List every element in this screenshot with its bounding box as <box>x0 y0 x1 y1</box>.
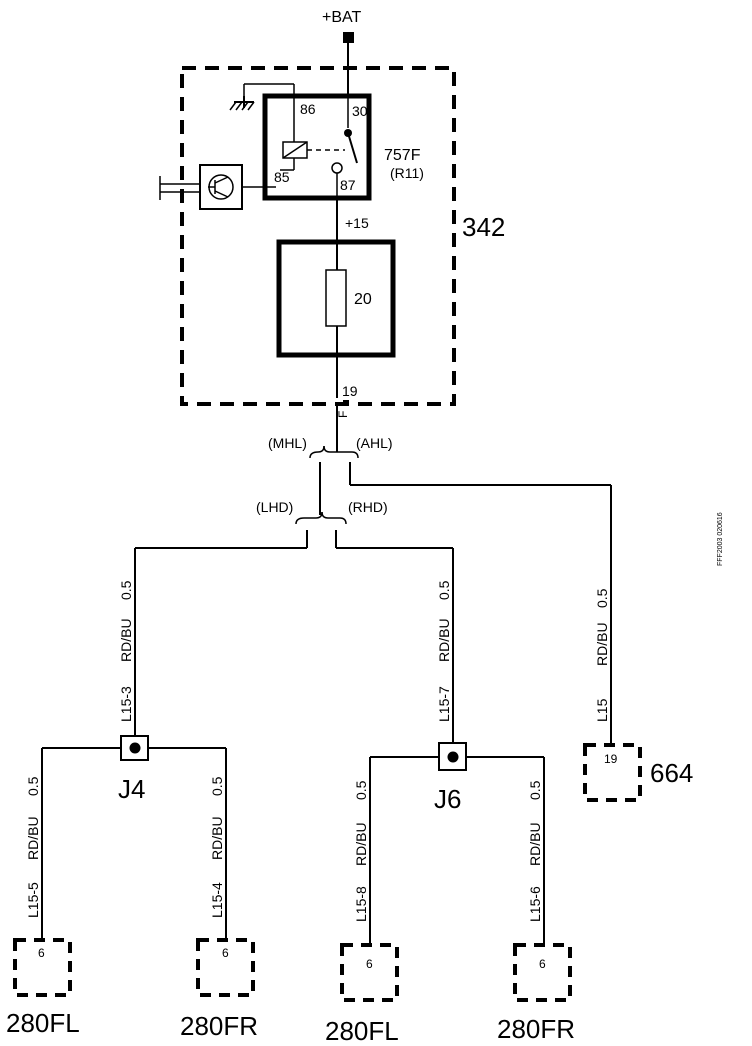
relay-757f-box <box>262 93 372 201</box>
component-280fr-b-pin: 6 <box>539 957 546 971</box>
component-280fl-a-pin: 6 <box>38 946 45 960</box>
component-664-connector <box>583 743 642 802</box>
bat-label: +BAT <box>322 9 362 26</box>
relay-pin-86: 86 <box>300 101 316 117</box>
wire-l15-4-id: L15-4 <box>209 882 225 918</box>
wire-l15-4-size: 0.5 <box>209 776 225 796</box>
wire-l15-8-size: 0.5 <box>353 780 369 800</box>
wire-l15-3-size: 0.5 <box>118 580 134 600</box>
component-664-label: 664 <box>650 758 693 788</box>
junction-j6-label: J6 <box>434 784 461 814</box>
relay-pin-87: 87 <box>340 177 356 193</box>
component-280fr-a-label: 280FR <box>180 1011 258 1041</box>
wire-l15-4-color: RD/BU <box>209 816 225 860</box>
wire-l15-id: L15 <box>594 698 610 722</box>
fuse-icon <box>325 269 347 327</box>
wire-l15-6-size: 0.5 <box>527 780 543 800</box>
fuse-output-pin: 19 <box>342 383 358 399</box>
component-280fl-b-connector <box>340 943 399 1002</box>
wire-l15-size: 0.5 <box>594 588 610 608</box>
wire-l15-8-color: RD/BU <box>353 822 369 866</box>
wire-l15-5-id: L15-5 <box>25 882 41 918</box>
fuse-id: 20 <box>354 291 372 308</box>
wire-l15-7-color: RD/BU <box>436 618 452 662</box>
relay-contact-87 <box>331 162 343 174</box>
fuse-pin-letter: F <box>336 411 350 418</box>
wire-l15-6-color: RD/BU <box>527 822 543 866</box>
junction-j4-label: J4 <box>118 774 145 804</box>
wire-l15-6-id: L15-6 <box>527 886 543 922</box>
component-280fl-b-pin: 6 <box>366 957 373 971</box>
relay-ref: (R11) <box>390 165 424 181</box>
control-unit-342-label: 342 <box>462 212 505 242</box>
wire-l15-5-color: RD/BU <box>25 816 41 860</box>
component-280fl-b-label: 280FL <box>325 1016 399 1046</box>
bat-terminal <box>343 32 354 43</box>
relay-pin-85: 85 <box>274 169 290 185</box>
wire-l15-3-color: RD/BU <box>118 618 134 662</box>
component-280fr-b-label: 280FR <box>497 1014 575 1044</box>
relay-id: 757F <box>384 147 421 164</box>
wire-l15-8-id: L15-8 <box>353 886 369 922</box>
variant-split-mhl-ahl <box>309 445 325 459</box>
relay-internals <box>280 96 358 198</box>
variant-split-lhd-rhd <box>295 511 323 525</box>
component-280fl-a-label: 280FL <box>6 1008 80 1038</box>
component-280fr-a-connector <box>196 938 255 997</box>
variant-ahl: (AHL) <box>356 435 393 451</box>
fuse-box <box>276 239 396 358</box>
wire-l15-7-size: 0.5 <box>436 580 452 600</box>
component-280fl-a-connector <box>13 938 72 997</box>
wire-l15-7-id: L15-7 <box>436 686 452 722</box>
component-280fr-a-pin: 6 <box>222 946 229 960</box>
wire-l15-5-size: 0.5 <box>25 776 41 796</box>
side-reference-code: FFF2003 020616 <box>717 512 724 566</box>
relay-pin-30: 30 <box>352 103 368 119</box>
wire-l15-3-id: L15-3 <box>118 686 134 722</box>
wire-l15-color: RD/BU <box>594 622 610 666</box>
transistor-icon <box>159 164 276 210</box>
relay-output-label: +15 <box>345 215 369 231</box>
variant-rhd: (RHD) <box>348 499 388 515</box>
component-280fr-b-connector <box>513 943 572 1002</box>
control-unit-342-boundary <box>180 66 456 406</box>
component-664-pin: 19 <box>604 752 618 766</box>
variant-mhl: (MHL) <box>268 435 307 451</box>
variant-lhd: (LHD) <box>256 499 293 515</box>
ground-icon <box>229 83 295 111</box>
